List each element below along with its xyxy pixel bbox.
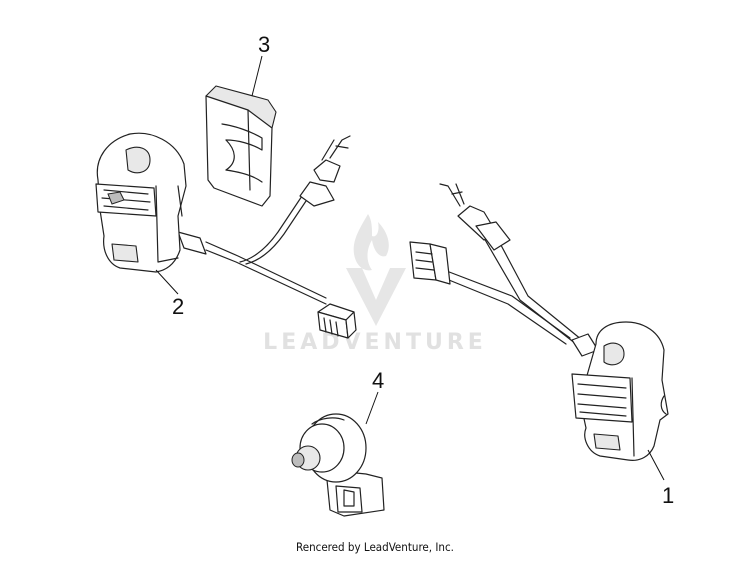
watermark-text: LEADVENTURE [263, 330, 487, 355]
part-1-right-switch [409, 183, 669, 461]
leadventure-logo-icon [346, 214, 406, 326]
part-3-clamp [205, 85, 277, 207]
part-4-rotary-switch [291, 413, 385, 517]
callout-number-1: 1 [662, 483, 674, 508]
leader-line-4 [365, 391, 379, 425]
leadventure-watermark: LEADVENTURE [263, 214, 487, 355]
caption-text: Rencered by LeadVenture, Inc. [296, 540, 454, 554]
callout-number-4: 4 [372, 368, 384, 393]
part-2-left-switch [95, 132, 357, 339]
leader-line-1 [647, 449, 665, 481]
callout-number-2: 2 [172, 294, 184, 319]
callout-number-3: 3 [258, 32, 270, 57]
leader-line-3 [251, 55, 263, 97]
leader-line-2 [155, 269, 179, 295]
